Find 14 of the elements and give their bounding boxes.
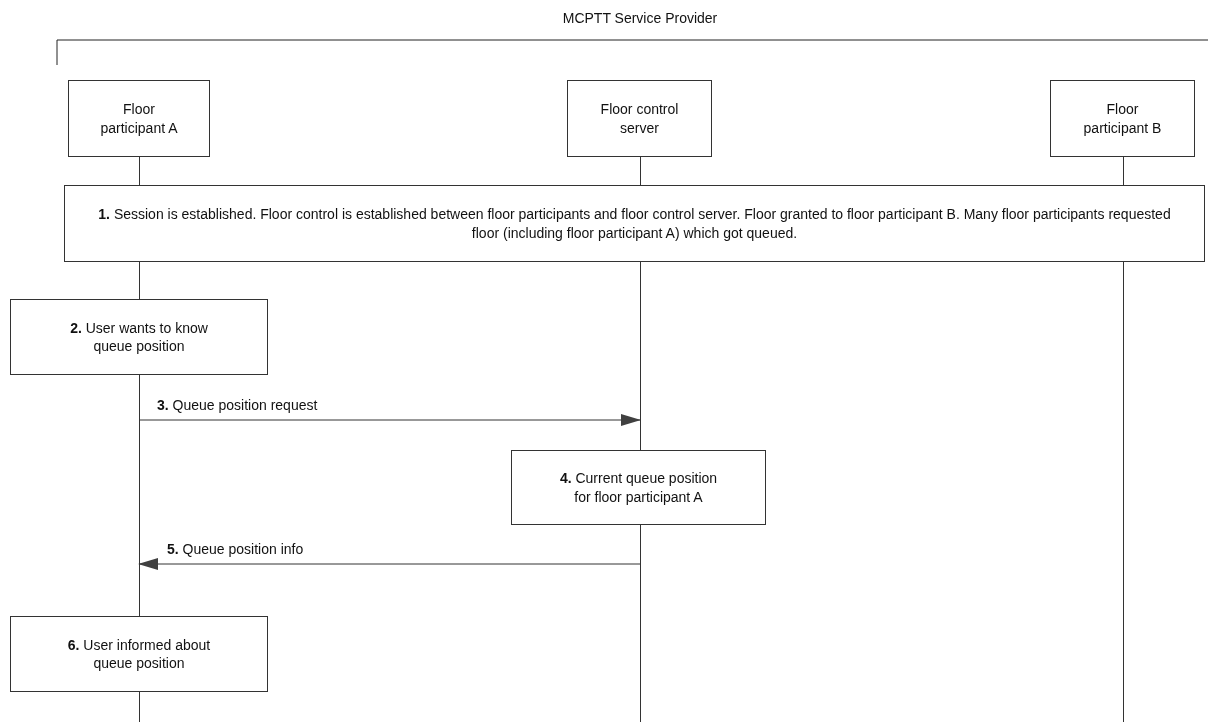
box-text: Floor participant B <box>1082 100 1163 137</box>
arrow <box>138 558 641 570</box>
step-box <box>511 450 766 525</box>
arrow <box>138 414 641 426</box>
box-text: 2. User wants to know queue position <box>69 318 209 356</box>
step-box <box>10 616 268 692</box>
step-box <box>10 299 268 375</box>
box-text: Floor control server <box>599 100 680 137</box>
box-text: Floor participant A <box>99 100 179 137</box>
box-text: 4. Current queue position for floor participant A <box>558 469 719 506</box>
step-box <box>64 185 1205 262</box>
box-text: 6. User informed about queue position <box>66 635 212 673</box>
diagram-title: MCPTT Service Provider <box>561 9 719 28</box>
box-text: 1. Session is established. Floor control is established between floor participants and floor control server. Floor granted to floor participant B. Many floor participants requested floor (including floor participant A) which got queued. <box>97 205 1172 242</box>
